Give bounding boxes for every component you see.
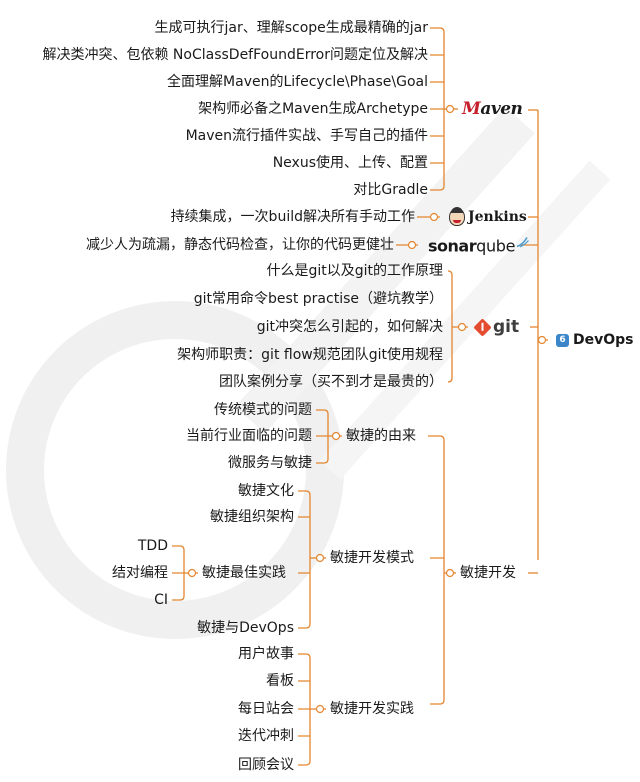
maven-item-4[interactable]: 架构师必备之Maven生成Archetype	[198, 101, 428, 117]
best-practice-item-3[interactable]: CI	[154, 592, 168, 608]
mode-item-3[interactable]: 敏捷最佳实践	[202, 565, 286, 581]
git-item-4[interactable]: 架构师职责：git flow规范团队git使用规程	[177, 347, 443, 363]
sonar-item-1[interactable]: 减少人为疏漏，静态代码检查，让你的代码更健壮	[86, 237, 394, 253]
agile-practice-node[interactable]: 敏捷开发实践	[330, 701, 414, 717]
best-practice-item-1[interactable]: TDD	[137, 538, 168, 554]
practice-item-3[interactable]: 每日站会	[238, 701, 294, 717]
best-practice-item-2[interactable]: 结对编程	[112, 565, 168, 581]
maven-item-2[interactable]: 解决类冲突、包依赖 NoClassDefFoundError问题定位及解决	[42, 47, 428, 63]
practice-item-4[interactable]: 迭代冲刺	[238, 728, 294, 744]
agile-origin-node[interactable]: 敏捷的由来	[346, 428, 416, 444]
practice-item-2[interactable]: 看板	[266, 673, 294, 689]
git-item-1[interactable]: 什么是git以及git的工作原理	[266, 263, 443, 279]
root-badge: 6	[556, 333, 569, 347]
agile-mode-node[interactable]: 敏捷开发模式	[330, 550, 414, 566]
practice-item-5[interactable]: 回顾会议	[238, 757, 294, 773]
jenkins-butler-icon	[449, 207, 465, 226]
root-label: DevOps	[573, 332, 634, 348]
maven-item-7[interactable]: 对比Gradle	[353, 182, 428, 198]
sonar-waves-icon	[516, 236, 530, 248]
jenkins-item-1[interactable]: 持续集成，一次build解决所有手动工作	[170, 209, 415, 225]
maven-item-5[interactable]: Maven流行插件实战、手写自己的插件	[185, 128, 428, 144]
mode-item-1[interactable]: 敏捷文化	[238, 483, 294, 499]
maven-item-3[interactable]: 全面理解Maven的Lifecycle\Phase\Goal	[167, 74, 428, 90]
git-item-2[interactable]: git常用命令best practise（避坑教学）	[193, 291, 443, 307]
git-logo[interactable]: git	[473, 317, 519, 337]
mode-item-4[interactable]: 敏捷与DevOps	[197, 620, 294, 636]
mode-item-2[interactable]: 敏捷组织架构	[210, 509, 294, 525]
maven-item-6[interactable]: Nexus使用、上传、配置	[272, 155, 428, 171]
jenkins-logo[interactable]: Jenkins	[449, 207, 527, 226]
origin-item-1[interactable]: 传统模式的问题	[214, 402, 312, 418]
git-diamond-icon	[473, 317, 492, 337]
origin-item-3[interactable]: 微服务与敏捷	[228, 455, 312, 471]
root-node[interactable]: 6 DevOps	[556, 332, 634, 348]
origin-item-2[interactable]: 当前行业面临的问题	[186, 428, 312, 444]
agile-node[interactable]: 敏捷开发	[460, 565, 516, 581]
git-item-5[interactable]: 团队案例分享（买不到才是最贵的）	[219, 374, 443, 390]
maven-logo[interactable]: Maven	[462, 99, 523, 119]
git-item-3[interactable]: git冲突怎么引起的，如何解决	[256, 319, 443, 335]
practice-item-1[interactable]: 用户故事	[238, 646, 294, 662]
maven-item-1[interactable]: 生成可执行jar、理解scope生成最精确的jar	[154, 20, 428, 36]
